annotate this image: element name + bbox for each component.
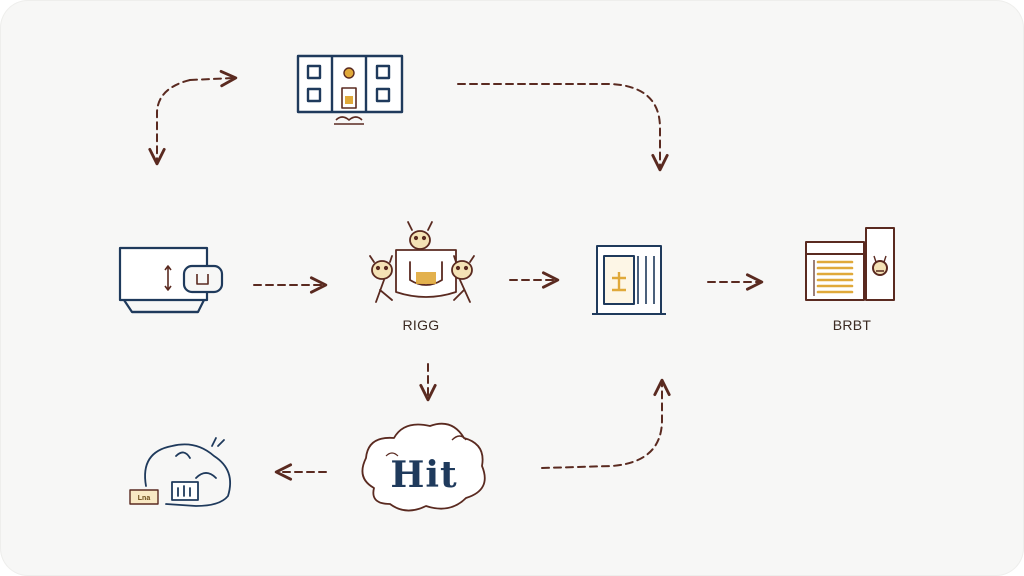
cloud-node-label: Hit <box>390 454 457 496</box>
cloud-icon <box>361 422 486 512</box>
cabinet-node-label: BRBT <box>833 317 872 333</box>
mascot-badge-icon <box>369 221 475 303</box>
arrow-building-to-document <box>457 83 669 172</box>
cabinet-icon <box>805 227 895 301</box>
pig-box-label: Lna <box>138 495 151 502</box>
arrow-top-left-loop-down <box>148 79 191 166</box>
arrow-cloud-to-document <box>541 378 671 469</box>
building-icon <box>296 54 404 125</box>
pig-animal-icon <box>129 437 232 507</box>
arrow-top-left-loop-right <box>189 69 238 88</box>
document-panel-icon <box>592 245 666 315</box>
mascot-node-label: RIGG <box>403 317 440 333</box>
monitor-icon <box>118 246 224 314</box>
